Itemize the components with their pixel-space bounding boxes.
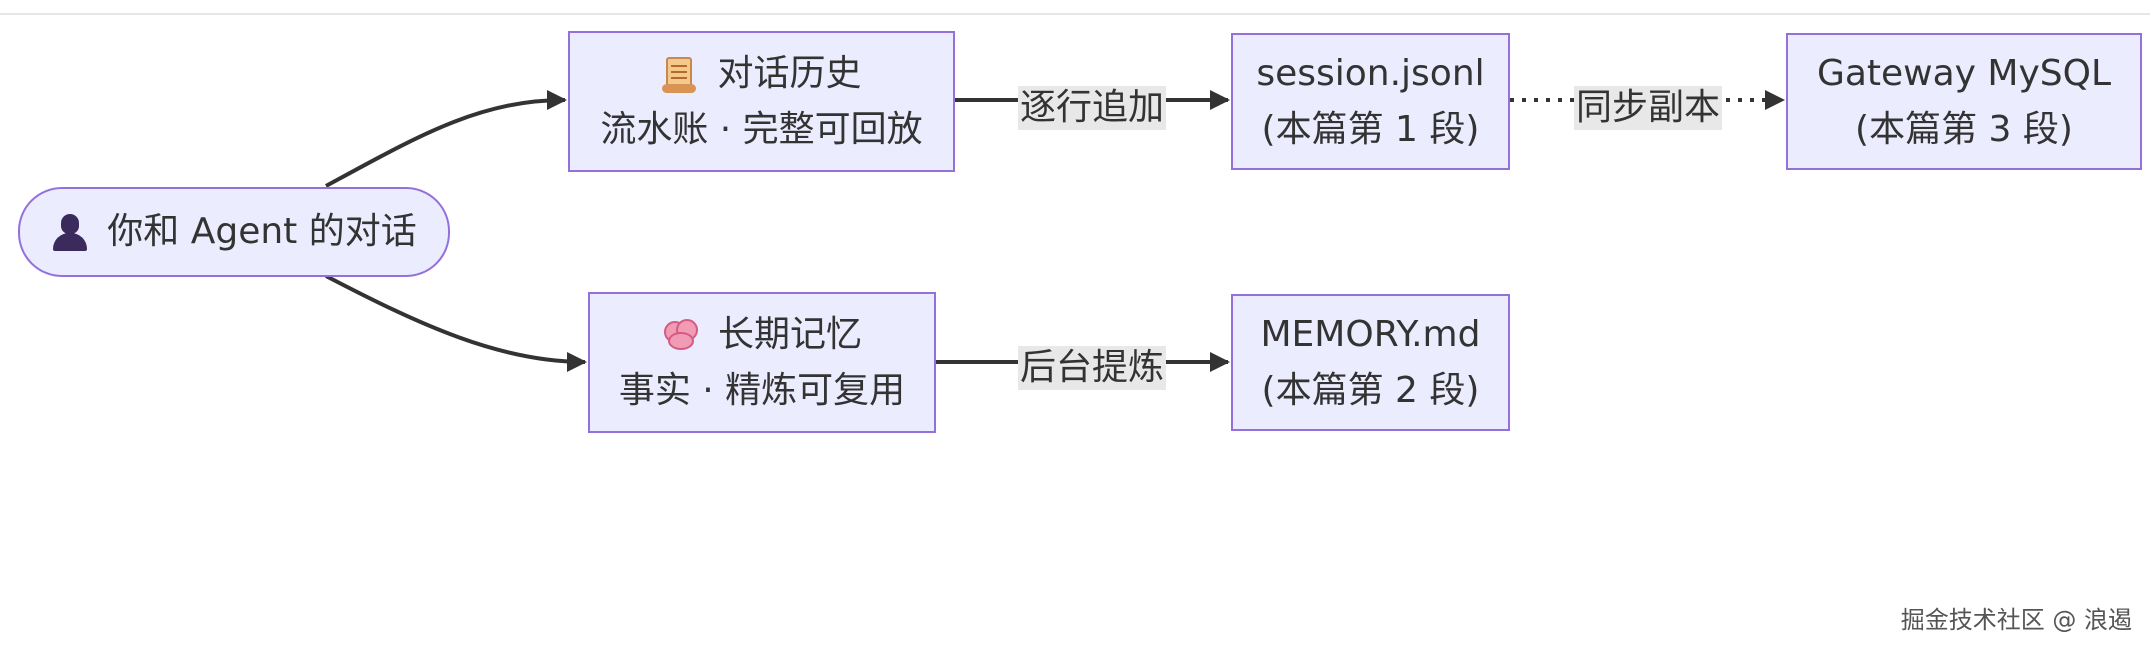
node-session-file-subtitle: (本篇第 1 段) <box>1261 108 1480 150</box>
node-mysql-title: Gateway MySQL <box>1816 52 2112 94</box>
edge-label-sync: 同步副本 <box>1573 86 1723 130</box>
brain-icon <box>662 315 700 355</box>
node-session-file[interactable]: session.jsonl (本篇第 1 段) <box>1231 33 1510 170</box>
scroll-icon <box>661 54 699 94</box>
node-session-file-title: session.jsonl <box>1256 52 1485 94</box>
node-memory-file[interactable]: MEMORY.md (本篇第 2 段) <box>1231 294 1510 431</box>
node-mysql-subtitle: (本篇第 3 段) <box>1855 108 2073 150</box>
node-memory-file-subtitle: (本篇第 2 段) <box>1261 369 1480 411</box>
edge-conversation-to-history <box>325 90 567 188</box>
watermark: 掘金技术社区 @ 浪遏 <box>1900 606 2132 634</box>
node-history-title: 对话历史 <box>717 52 862 94</box>
node-history[interactable]: 对话历史 流水账 · 完整可回放 <box>568 31 955 172</box>
top-divider <box>0 0 2150 15</box>
node-memory-subtitle: 事实 · 精炼可复用 <box>618 369 906 411</box>
node-conversation-label: 你和 Agent 的对话 <box>107 211 417 252</box>
node-history-subtitle: 流水账 · 完整可回放 <box>600 108 923 150</box>
node-conversation[interactable]: 你和 Agent 的对话 <box>18 187 450 277</box>
edge-label-refine: 后台提炼 <box>1017 346 1167 390</box>
node-memory-file-title: MEMORY.md <box>1260 313 1481 355</box>
edge-label-append: 逐行追加 <box>1017 86 1167 130</box>
person-icon <box>51 212 89 252</box>
node-memory-title: 长期记忆 <box>717 313 862 355</box>
node-memory[interactable]: 长期记忆 事实 · 精炼可复用 <box>588 292 936 433</box>
node-mysql[interactable]: Gateway MySQL (本篇第 3 段) <box>1786 33 2142 170</box>
edge-conversation-to-memory <box>325 274 587 372</box>
